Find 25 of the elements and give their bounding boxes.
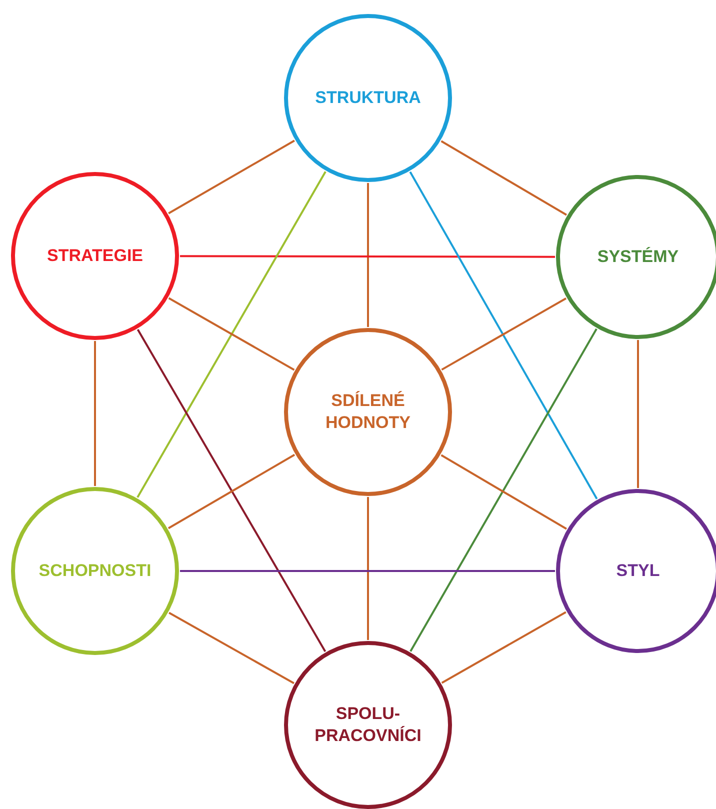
connector-line (168, 297, 295, 371)
connector-line (367, 497, 369, 640)
connector-line (94, 341, 96, 486)
connector-line (168, 612, 294, 684)
connector-line (410, 328, 598, 652)
connector-line (180, 570, 555, 572)
node-label: SCHOPNOSTI (38, 560, 152, 582)
node-label: SPOLU- PRACOVNÍCI (314, 702, 422, 747)
node-label: SYSTÉMY (597, 246, 679, 268)
connector-line (168, 140, 295, 214)
node-label: STRUKTURA (315, 86, 421, 109)
connector-line (136, 328, 326, 652)
connector-line (440, 454, 567, 530)
node-label: STYL (616, 560, 660, 582)
node-label: SDÍLENÉ HODNOTY (324, 390, 412, 434)
connector-line (441, 297, 567, 371)
connector-line (409, 171, 598, 500)
connector-line (367, 183, 369, 327)
connector-line (168, 454, 296, 530)
connector-line (440, 140, 567, 216)
node-label: STRATEGIE (46, 244, 144, 267)
connector-line (180, 255, 555, 258)
connector-line (637, 340, 639, 488)
connector-line (441, 611, 566, 684)
connector-line (136, 171, 326, 498)
